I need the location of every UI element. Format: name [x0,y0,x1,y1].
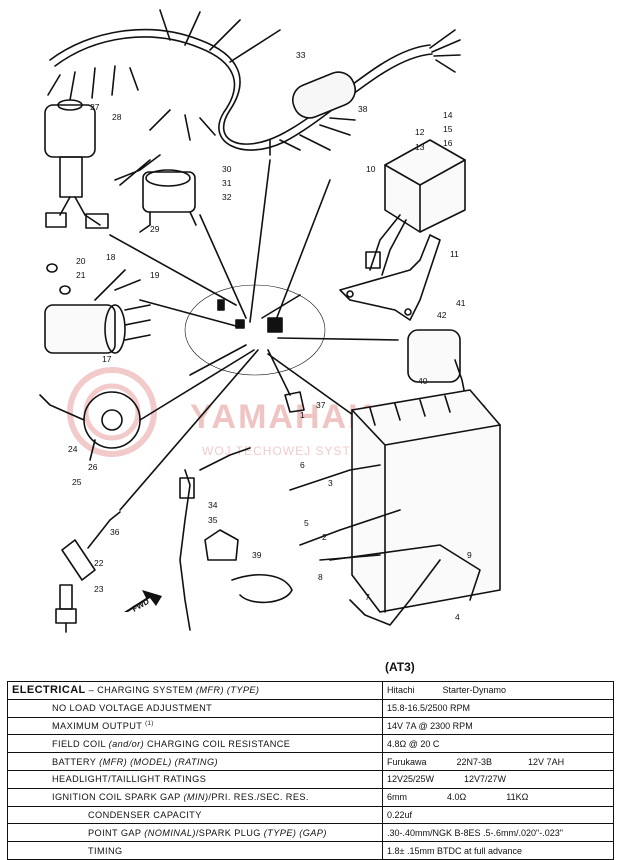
part-37-neutral-switch [284,391,305,413]
exploded-wiring-diagram: YAMAHAKLEP.PL WOJ TECHOWEJ SYSTEM YAMAHA [39,9,501,633]
callout-17: 17 [102,354,112,364]
callout-7: 7 [365,592,370,602]
spec-value: .30-.40mm/NGK B-8ES .5-.6mm/.020"-.023" [382,823,614,843]
wire-harness [47,9,461,156]
spec-label: IGNITION COIL SPARK GAP (MIN)/PRI. RES./… [7,787,383,807]
callout-27: 27 [90,102,100,112]
callout-21: 21 [76,270,86,280]
callout-10: 10 [366,164,376,174]
callouts: 1 2 3 4 5 6 7 8 9 10 11 12 13 14 15 16 1… [68,50,472,622]
spec-label: CONDENSER CAPACITY [7,805,383,825]
spec-value: 4.8Ω @ 20 C [382,734,614,754]
callout-42: 42 [437,310,447,320]
spec-row-condenser: CONDENSER CAPACITY 0.22uf [7,805,614,825]
callout-19: 19 [150,270,160,280]
callout-31: 31 [222,178,232,188]
part-11-bracket [339,234,441,321]
electrical-spec-table: ELECTRICAL – CHARGING SYSTEM (MFR) (TYPE… [7,681,614,860]
part-29-starter-relay [114,154,197,233]
spec-row-ignition-coil: IGNITION COIL SPARK GAP (MIN)/PRI. RES./… [7,787,614,807]
callout-38: 38 [358,104,368,114]
part-34-neutral-switch-cable [179,447,251,631]
part-17-starter-dynamo [44,263,151,354]
callout-1: 1 [300,410,305,420]
callout-8: 8 [318,572,323,582]
part-35-clamp [204,529,239,561]
callout-15: 15 [443,124,453,134]
callout-35: 35 [208,515,218,525]
battery-cables [289,464,441,626]
front-direction-arrow: FWD [124,590,162,614]
callout-24: 24 [68,444,78,454]
part-40-ignition-coil [407,329,466,396]
part-27-main-switch [44,99,109,229]
part-38-rubber-cover [291,71,357,119]
spec-label: FIELD COIL (and/or) CHARGING COIL RESIST… [7,734,383,754]
callout-11: 11 [450,249,459,259]
callout-26: 26 [88,462,98,472]
spec-row-field-coil: FIELD COIL (and/or) CHARGING COIL RESIST… [7,734,614,754]
callout-32: 32 [222,192,232,202]
spec-label: HEADLIGHT/TAILLIGHT RATINGS [7,769,383,789]
callout-20: 20 [76,256,86,266]
callout-29: 29 [150,224,160,234]
callout-3: 3 [328,478,333,488]
callout-40: 40 [418,376,428,386]
spec-row-timing: TIMING 1.8± .15mm BTDC at full advance [7,841,614,860]
callout-14: 14 [443,110,453,120]
callout-13: 13 [415,142,425,152]
spec-row-electrical: ELECTRICAL – CHARGING SYSTEM (MFR) (TYPE… [7,681,614,700]
part-22-plug-cap [61,511,121,581]
callout-41: 41 [456,298,466,308]
spec-value: 1.8± .15mm BTDC at full advance [382,841,614,860]
spec-row-point-gap: POINT GAP (NOMINAL)/SPARK PLUG (TYPE) (G… [7,823,614,843]
callout-33: 33 [296,50,306,60]
callout-12: 12 [415,127,425,137]
hub-lines [109,159,399,511]
callout-30: 30 [222,164,232,174]
callout-25: 25 [72,477,82,487]
spec-value: 14V 7A @ 2300 RPM [382,716,614,736]
part-23-spark-plug [55,584,77,633]
spec-value: 15.8-16.5/2500 RPM [382,698,614,718]
callout-28: 28 [112,112,122,122]
callout-34: 34 [208,500,218,510]
spec-label: POINT GAP (NOMINAL)/SPARK PLUG (TYPE) (G… [7,823,383,843]
part-24-dynamo-rotor [39,391,141,461]
callout-37: 37 [316,400,326,410]
spec-value: 0.22uf [382,805,614,825]
spec-label: NO LOAD VOLTAGE ADJUSTMENT [7,698,383,718]
spec-label: BATTERY (MFR) (MODEL) (RATING) [7,752,383,771]
callout-9: 9 [467,550,472,560]
part-4-battery [329,389,501,613]
callout-18: 18 [106,252,116,262]
callout-4: 4 [455,612,460,622]
model-label: (AT3) [385,660,415,674]
spec-label: TIMING [7,841,383,860]
callout-39: 39 [252,550,262,560]
spec-label: ELECTRICAL – CHARGING SYSTEM (MFR) (TYPE… [7,681,383,700]
callout-16: 16 [443,138,453,148]
part-39-battery-band [231,574,293,604]
callout-36: 36 [110,527,120,537]
callout-23: 23 [94,584,104,594]
callout-2: 2 [322,532,327,542]
spec-row-maximum-output: MAXIMUM OUTPUT (1) 14V 7A @ 2300 RPM [7,716,614,736]
spec-row-no-load-voltage: NO LOAD VOLTAGE ADJUSTMENT 15.8-16.5/250… [7,698,614,718]
callout-6: 6 [300,460,305,470]
spec-label: MAXIMUM OUTPUT (1) [7,716,383,736]
part-10-voltage-regulator [365,139,466,276]
callout-22: 22 [94,558,104,568]
callout-5: 5 [304,518,309,528]
